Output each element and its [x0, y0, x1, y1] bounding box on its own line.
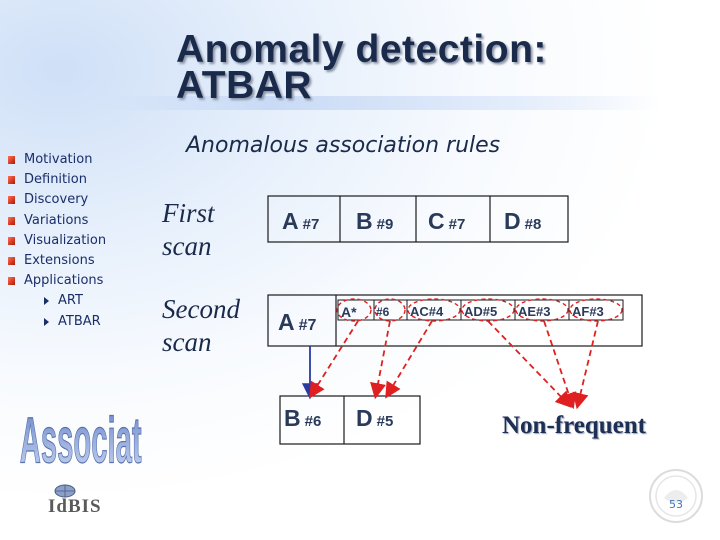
dashed-arrow [370, 320, 391, 400]
first-row-item-d: D#8 [504, 208, 541, 234]
second-scan-label: Second scan [162, 293, 240, 359]
first-row-item-c: C#7 [428, 208, 465, 234]
nav-item-label: Definition [24, 172, 87, 188]
bullet-icon [8, 156, 15, 164]
highlight-ring [336, 298, 372, 322]
nav-item-label: Visualization [24, 232, 107, 248]
second-scan-line-2: scan [162, 327, 212, 357]
second-scan-row: A#7 A* #6 AC#4 AD#5 AE#3 AF#3 [267, 294, 643, 347]
dashed-arrow [543, 320, 577, 410]
slide-subtitle: Anomalous association rules [186, 133, 501, 158]
bullet-icon [8, 256, 15, 265]
triangle-right-icon [44, 317, 49, 326]
highlight-ring [374, 298, 406, 322]
highlight-ring [569, 298, 623, 322]
sub-cell-ae: AE#3 [518, 304, 551, 319]
sub-cell-ad: AD#5 [464, 304, 497, 319]
nav-item-label: Variations [24, 212, 89, 228]
dashed-arrow [572, 320, 599, 410]
third-row-item-b: B#6 [284, 405, 321, 431]
slide-title: Anomaly detection: ATBAR [176, 28, 547, 107]
third-row: B#6 D#5 [279, 395, 421, 445]
nav-item-extensions[interactable]: Extensions [8, 251, 148, 271]
seal-icon [649, 469, 703, 523]
nav-subitem-art[interactable]: ART [8, 291, 148, 311]
non-frequent-label: Non-frequent [502, 412, 646, 439]
sub-cell-af: AF#3 [572, 304, 604, 319]
nav-item-definition[interactable]: Definition [8, 170, 148, 190]
nav-subitem-label: ATBAR [58, 313, 101, 329]
sub-cell-a-star-count: #6 [376, 305, 390, 319]
first-row-item-b: B#9 [356, 208, 393, 234]
association-logo: Association [19, 404, 142, 472]
nav-item-visualization[interactable]: Visualization [8, 231, 148, 251]
first-scan-row: A#7 B#9 C#7 D#8 [267, 195, 569, 243]
nav-item-motivation[interactable]: Motivation [8, 150, 148, 170]
idbis-logo: IdBIS [46, 484, 136, 524]
nav-item-variations[interactable]: Variations [8, 211, 148, 231]
slide-title-line-2: ATBAR [176, 64, 313, 107]
highlight-ring [407, 298, 461, 322]
second-row-item-a: A#7 [278, 309, 317, 335]
sub-cell-a-star: A* [341, 304, 357, 320]
dashed-arrows [309, 320, 599, 410]
page-number: 53 [669, 498, 683, 511]
first-scan-label: First scan [162, 197, 215, 263]
bullet-icon [8, 236, 15, 245]
page-number-badge: 53 [648, 468, 704, 524]
highlight-ring [515, 298, 569, 322]
third-row-item-d: D#5 [356, 405, 393, 431]
first-scan-line-1: First [162, 198, 215, 228]
dashed-arrow [309, 320, 359, 399]
dashed-arrow [487, 320, 572, 408]
sub-cell-ac: AC#4 [410, 304, 444, 319]
first-row-item-a: A#7 [282, 208, 319, 234]
nav-item-label: Applications [24, 273, 104, 289]
second-scan-line-1: Second [162, 294, 240, 324]
title-underline-bar [100, 96, 660, 110]
bullet-icon [8, 277, 15, 286]
bullet-icon [8, 196, 15, 205]
nav-subitem-label: ART [58, 293, 83, 309]
nav-item-label: Extensions [24, 252, 95, 268]
brand-text: IdBIS [48, 496, 102, 517]
triangle-right-icon [44, 297, 49, 306]
slide-title-line-1: Anomaly detection: [176, 28, 547, 71]
dashed-arrow [385, 320, 433, 399]
nav-item-discovery[interactable]: Discovery [8, 190, 148, 210]
nav-item-label: Motivation [24, 152, 93, 167]
nav-item-applications[interactable]: Applications [8, 271, 148, 291]
association-logo-text: Association [20, 404, 142, 472]
nav-subitem-atbar[interactable]: ATBAR [8, 312, 148, 332]
outline-nav: Motivation Definition Discovery Variatio… [8, 150, 148, 332]
nav-item-label: Discovery [24, 192, 89, 208]
globe-icon [54, 484, 76, 498]
bullet-icon [8, 216, 15, 225]
bullet-icon [8, 176, 15, 185]
first-scan-line-2: scan [162, 231, 212, 261]
